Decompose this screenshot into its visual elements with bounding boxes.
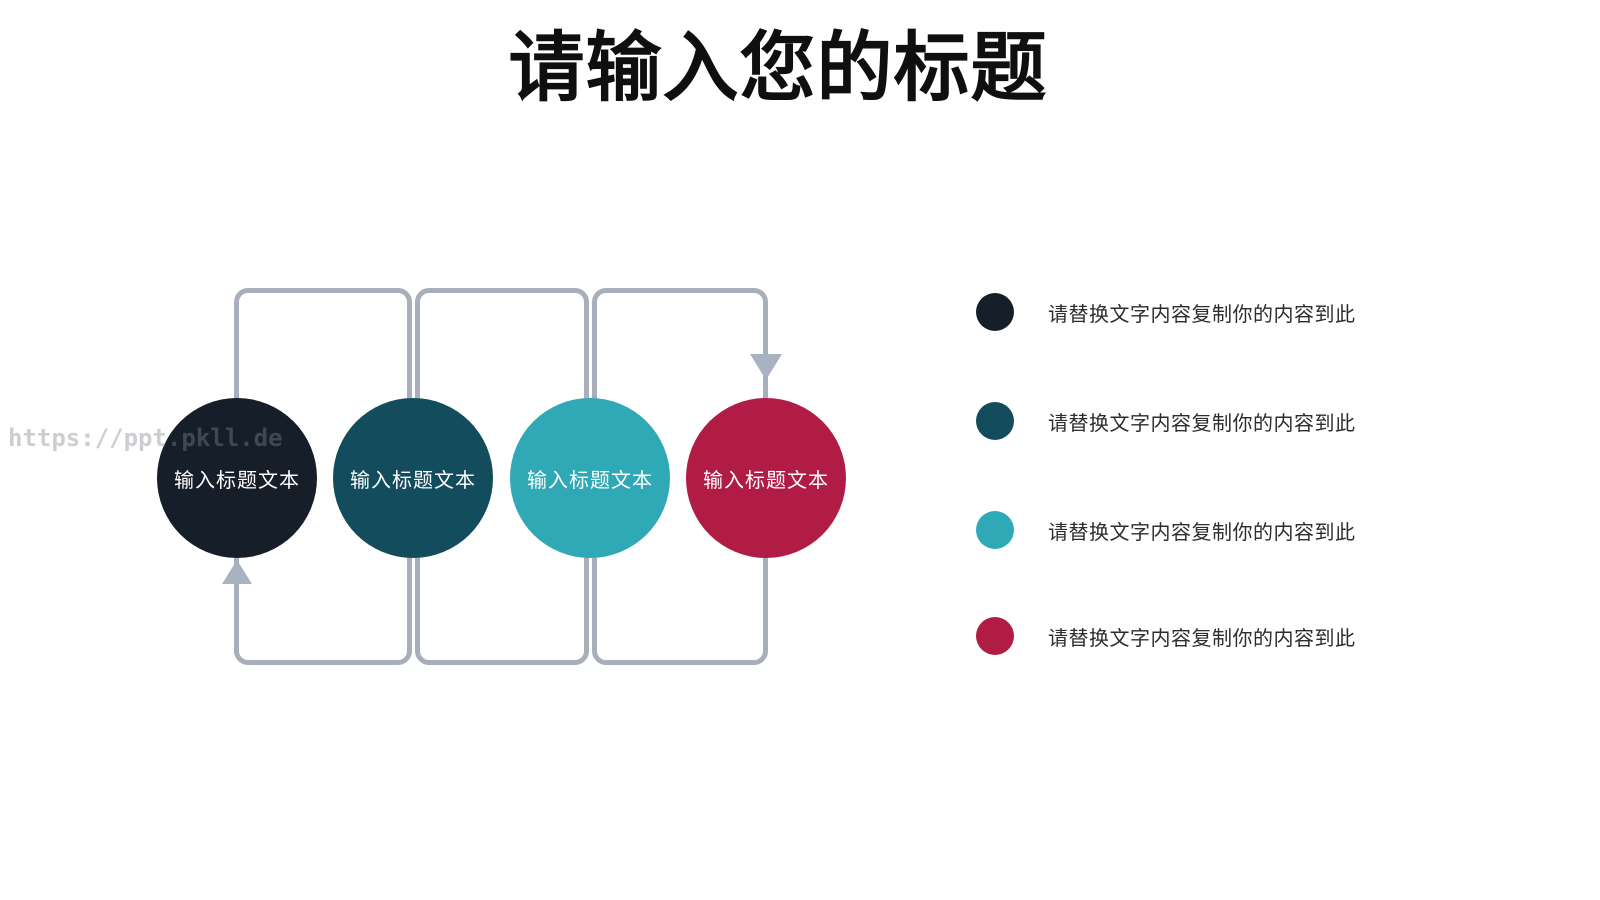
legend-dot-3	[976, 511, 1014, 549]
step-circle-4[interactable]: 输入标题文本	[686, 398, 846, 558]
legend-dot-2	[976, 402, 1014, 440]
legend-item-3: 请替换文字内容复制你的内容到此	[976, 510, 1356, 550]
watermark-text: https://ppt.pkll.de	[8, 424, 283, 452]
legend-item-4: 请替换文字内容复制你的内容到此	[976, 616, 1356, 656]
legend-dot-1	[976, 293, 1014, 331]
step-circle-2[interactable]: 输入标题文本	[333, 398, 493, 558]
legend-item-2: 请替换文字内容复制你的内容到此	[976, 401, 1356, 441]
step-circle-3[interactable]: 输入标题文本	[510, 398, 670, 558]
step-circle-1[interactable]: 输入标题文本	[157, 398, 317, 558]
legend-text-3: 请替换文字内容复制你的内容到此	[1048, 521, 1356, 544]
legend-dot-4	[976, 617, 1014, 655]
legend-text-4: 请替换文字内容复制你的内容到此	[1048, 627, 1356, 650]
step-circle-3-label: 输入标题文本	[527, 469, 653, 492]
legend-text-2: 请替换文字内容复制你的内容到此	[1048, 412, 1356, 435]
step-circle-1-label: 输入标题文本	[174, 469, 300, 492]
step-circle-4-label: 输入标题文本	[703, 469, 829, 492]
page-title: 请输入您的标题	[508, 26, 1048, 111]
arrow-up-icon	[222, 560, 252, 584]
arrow-down-icon	[750, 354, 782, 380]
legend-text-1: 请替换文字内容复制你的内容到此	[1048, 303, 1356, 326]
step-circle-2-label: 输入标题文本	[350, 469, 476, 492]
legend-item-1: 请替换文字内容复制你的内容到此	[976, 292, 1356, 332]
